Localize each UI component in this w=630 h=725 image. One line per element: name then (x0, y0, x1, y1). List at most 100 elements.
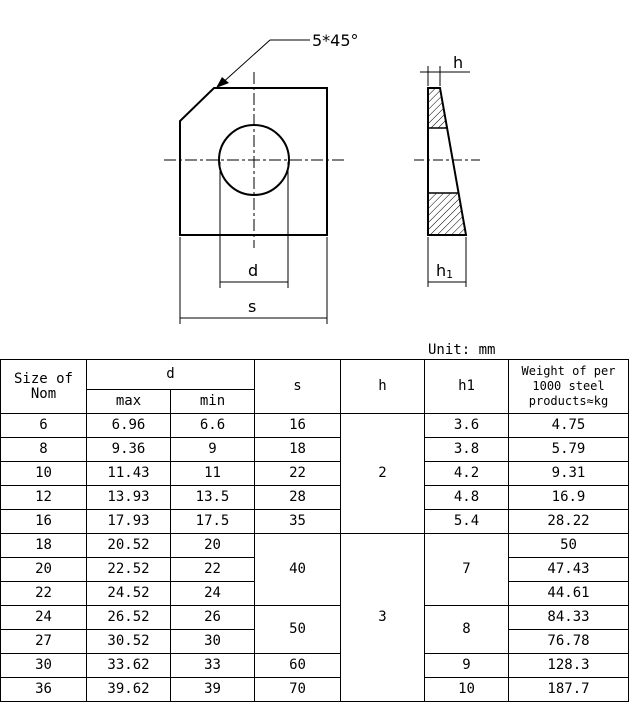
d-max-cell: 33.62 (86, 653, 171, 678)
table-row: 18 20.52 20 40 3 7 50 (0, 533, 629, 702)
weight-cell: 28.22 (508, 509, 629, 534)
table-row: 36 39.62 39 70 10 187.7 (0, 677, 629, 702)
d-min-cell: 17.5 (170, 509, 255, 534)
s-cell: 18 (254, 437, 341, 462)
table-row: 10 11.43 11 22 4.2 9.31 (0, 461, 629, 486)
table-row: 30 33.62 33 60 9 128.3 (0, 653, 629, 678)
h1-cell: 9 (424, 653, 509, 678)
table-row: 6 6.96 6.6 16 2 3.6 4.75 (0, 413, 629, 534)
table-row: 24 26.52 26 50 8 84.33 (0, 605, 629, 654)
d-max-cell: 17.93 (86, 509, 171, 534)
unit-label: Unit: mm (428, 342, 496, 358)
size-cell: 20 (0, 557, 87, 582)
h1-cell: 7 (424, 533, 509, 606)
weight-cell: 5.79 (508, 437, 629, 462)
s-cell: 70 (254, 677, 341, 702)
table-row: 20 22.52 22 47.43 (0, 557, 629, 582)
size-cell: 10 (0, 461, 87, 486)
d-max-cell: 26.52 (86, 605, 171, 630)
d-max-cell: 22.52 (86, 557, 171, 582)
s-cell: 16 (254, 413, 341, 438)
header-d-max: max (86, 389, 171, 414)
weight-cell: 128.3 (508, 653, 629, 678)
table-row: 12 13.93 13.5 28 4.8 16.9 (0, 485, 629, 510)
h1-cell: 4.8 (424, 485, 509, 510)
size-cell: 36 (0, 677, 87, 702)
d-max-cell: 24.52 (86, 581, 171, 606)
size-cell: 12 (0, 485, 87, 510)
size-cell: 30 (0, 653, 87, 678)
s-cell: 28 (254, 485, 341, 510)
weight-cell: 44.61 (508, 581, 629, 606)
d-max-cell: 13.93 (86, 485, 171, 510)
weight-cell: 47.43 (508, 557, 629, 582)
s-label: s (248, 297, 256, 316)
weight-cell: 187.7 (508, 677, 629, 702)
weight-cell: 84.33 (508, 605, 629, 630)
d-max-cell: 20.52 (86, 533, 171, 558)
size-cell: 22 (0, 581, 87, 606)
washer-technical-drawing: 5*45° d s h h1 (164, 31, 480, 324)
header-h1: h1 (424, 359, 509, 414)
h1-cell: 5.4 (424, 509, 509, 534)
h-cell: 2 (340, 413, 425, 534)
d-min-cell: 20 (170, 533, 255, 558)
h-cell: 3 (340, 533, 425, 702)
section-hatch-bottom (428, 193, 466, 235)
table-row: 8 9.36 9 18 3.8 5.79 (0, 437, 629, 462)
weight-cell: 16.9 (508, 485, 629, 510)
d-min-cell: 22 (170, 557, 255, 582)
header-s: s (254, 359, 341, 414)
h1-cell: 10 (424, 677, 509, 702)
chamfer-label: 5*45° (312, 31, 359, 50)
table-row: 27 30.52 30 76.78 (0, 629, 629, 654)
d-max-cell: 11.43 (86, 461, 171, 486)
size-cell: 8 (0, 437, 87, 462)
s-cell: 40 (254, 533, 341, 606)
s-cell: 35 (254, 509, 341, 534)
side-view-outline (427, 87, 468, 236)
header-subrow: max min (1, 389, 629, 414)
h-label: h (453, 53, 463, 72)
table-row: 22 24.52 24 44.61 (0, 581, 629, 606)
size-cell: 6 (0, 413, 87, 438)
h1-label: h1 (436, 261, 453, 281)
weight-cell: 4.75 (508, 413, 629, 438)
section-hatch-top (428, 88, 447, 128)
front-view: 5*45° d s (164, 31, 359, 324)
header-h: h (340, 359, 425, 414)
d-min-cell: 39 (170, 677, 255, 702)
d-max-cell: 30.52 (86, 629, 171, 654)
d-min-cell: 11 (170, 461, 255, 486)
weight-cell: 76.78 (508, 629, 629, 654)
d-min-cell: 26 (170, 605, 255, 630)
h1-cell: 4.2 (424, 461, 509, 486)
side-view: h h1 (414, 53, 480, 287)
size-cell: 24 (0, 605, 87, 630)
s-cell: 22 (254, 461, 341, 486)
h1-cell: 3.6 (424, 413, 509, 438)
chamfer-leader-line (219, 39, 271, 86)
s-cell: 60 (254, 653, 341, 678)
d-min-cell: 33 (170, 653, 255, 678)
h1-cell: 8 (424, 605, 509, 654)
d-label: d (248, 261, 258, 280)
d-min-cell: 9 (170, 437, 255, 462)
d-min-cell: 13.5 (170, 485, 255, 510)
d-max-cell: 39.62 (86, 677, 171, 702)
chamfer-arrow (216, 77, 229, 88)
table-row: 16 17.93 17.5 35 5.4 28.22 (0, 509, 629, 534)
d-min-cell: 6.6 (170, 413, 255, 438)
weight-cell: 9.31 (508, 461, 629, 486)
d-max-cell: 6.96 (86, 413, 171, 438)
size-cell: 18 (0, 533, 87, 558)
size-cell: 16 (0, 509, 87, 534)
header-d: d (86, 359, 255, 390)
header-d-min: min (170, 389, 255, 414)
size-cell: 27 (0, 629, 87, 654)
d-min-cell: 30 (170, 629, 255, 654)
